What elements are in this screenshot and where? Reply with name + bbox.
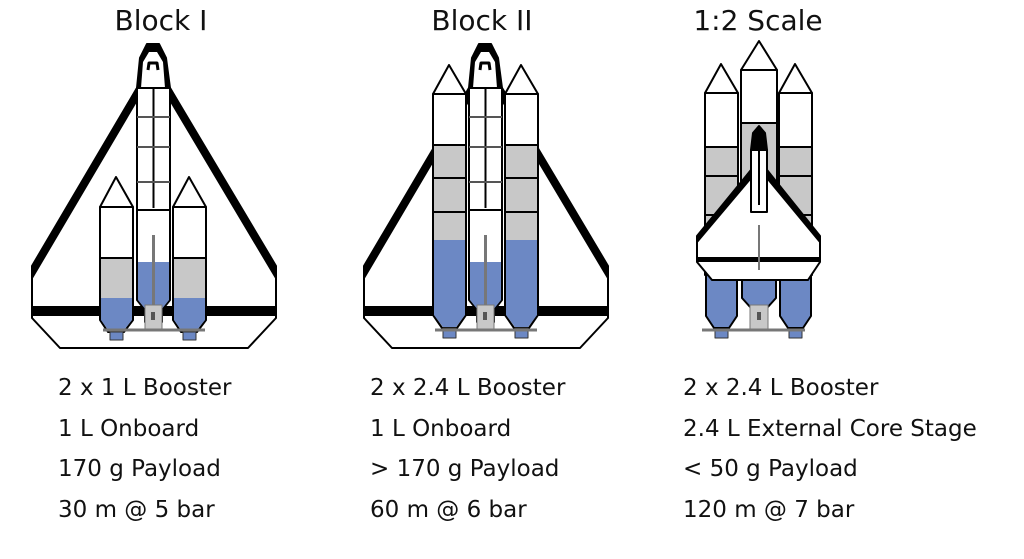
spec-line: > 170 g Payload <box>370 456 560 482</box>
column-title-block-i: Block I <box>114 4 208 37</box>
spec-line: 1 L Onboard <box>370 416 512 442</box>
spec-line: 2 x 2.4 L Booster <box>370 375 566 401</box>
spec-line: 2.4 L External Core Stage <box>683 416 977 442</box>
spec-line: 30 m @ 5 bar <box>58 497 215 523</box>
spec-line: 60 m @ 6 bar <box>370 497 527 523</box>
spec-line: 120 m @ 7 bar <box>683 497 855 523</box>
spec-line: < 50 g Payload <box>683 456 858 482</box>
block-ii-rocket <box>363 42 609 349</box>
scale-rocket <box>696 40 821 339</box>
spec-line: 1 L Onboard <box>58 416 200 442</box>
block-i-rocket <box>31 42 277 349</box>
column-title-scale: 1:2 Scale <box>693 4 823 37</box>
spec-line: 170 g Payload <box>58 456 221 482</box>
column-title-block-ii: Block II <box>431 4 533 37</box>
spec-line: 2 x 1 L Booster <box>58 375 232 401</box>
spec-line: 2 x 2.4 L Booster <box>683 375 879 401</box>
